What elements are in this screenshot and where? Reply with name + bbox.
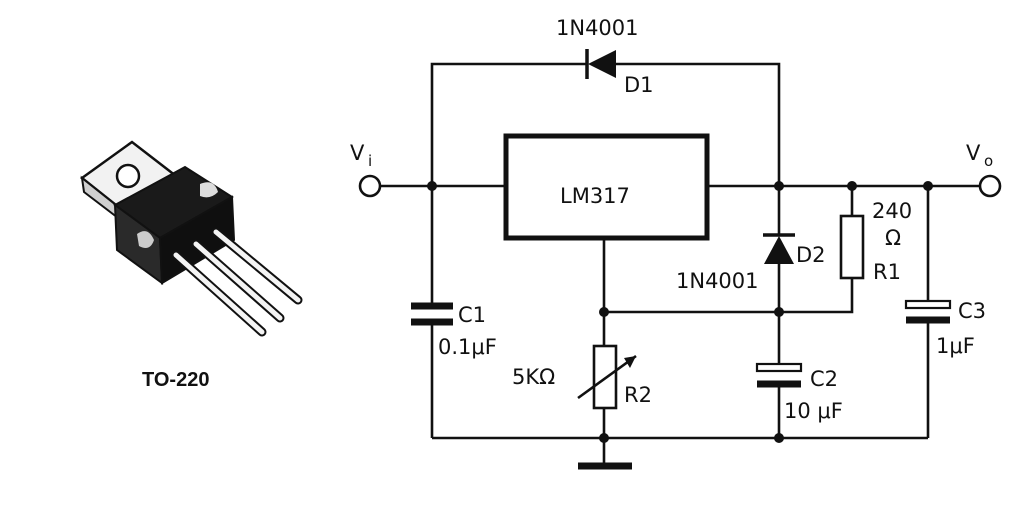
diode-d2-symbol bbox=[763, 233, 795, 264]
input-terminal-subscript: i bbox=[368, 152, 372, 170]
lm317-regulator-box bbox=[503, 133, 710, 241]
d2-name-label: D2 bbox=[796, 243, 826, 267]
d1-name-label: D1 bbox=[624, 73, 654, 97]
output-terminal bbox=[978, 174, 1002, 198]
capacitor-c1-symbol bbox=[411, 302, 453, 326]
c3-name-label: C3 bbox=[958, 299, 986, 323]
d2-part-label: 1N4001 bbox=[676, 269, 759, 293]
input-terminal bbox=[358, 174, 382, 198]
output-terminal-subscript: o bbox=[984, 152, 993, 170]
r2-value-label: 5KΩ bbox=[512, 365, 555, 389]
input-terminal-label: V bbox=[350, 141, 365, 165]
c3-value-label: 1μF bbox=[936, 334, 975, 358]
c1-value-label: 0.1μF bbox=[438, 335, 497, 359]
r1-name-label: R1 bbox=[873, 260, 901, 284]
r2-name-label: R2 bbox=[624, 383, 652, 407]
diode-d1-symbol bbox=[585, 49, 616, 79]
output-terminal-label: V bbox=[966, 141, 981, 165]
capacitor-c2-symbol bbox=[755, 362, 803, 388]
to220-package-illustration bbox=[79, 140, 303, 337]
r1-unit-label: Ω bbox=[885, 226, 901, 250]
resistor-r1-symbol bbox=[839, 214, 865, 280]
capacitor-c3-symbol bbox=[904, 299, 952, 324]
regulator-label: LM317 bbox=[560, 184, 630, 208]
variable-resistor-r2-symbol bbox=[577, 344, 637, 410]
package-label: TO-220 bbox=[142, 369, 209, 391]
c2-value-label: 10 μF bbox=[784, 399, 843, 423]
c2-name-label: C2 bbox=[810, 367, 838, 391]
d1-part-label: 1N4001 bbox=[556, 16, 639, 40]
c1-name-label: C1 bbox=[458, 303, 486, 327]
junction-dots bbox=[427, 181, 933, 443]
r1-value-label: 240 bbox=[872, 199, 912, 223]
